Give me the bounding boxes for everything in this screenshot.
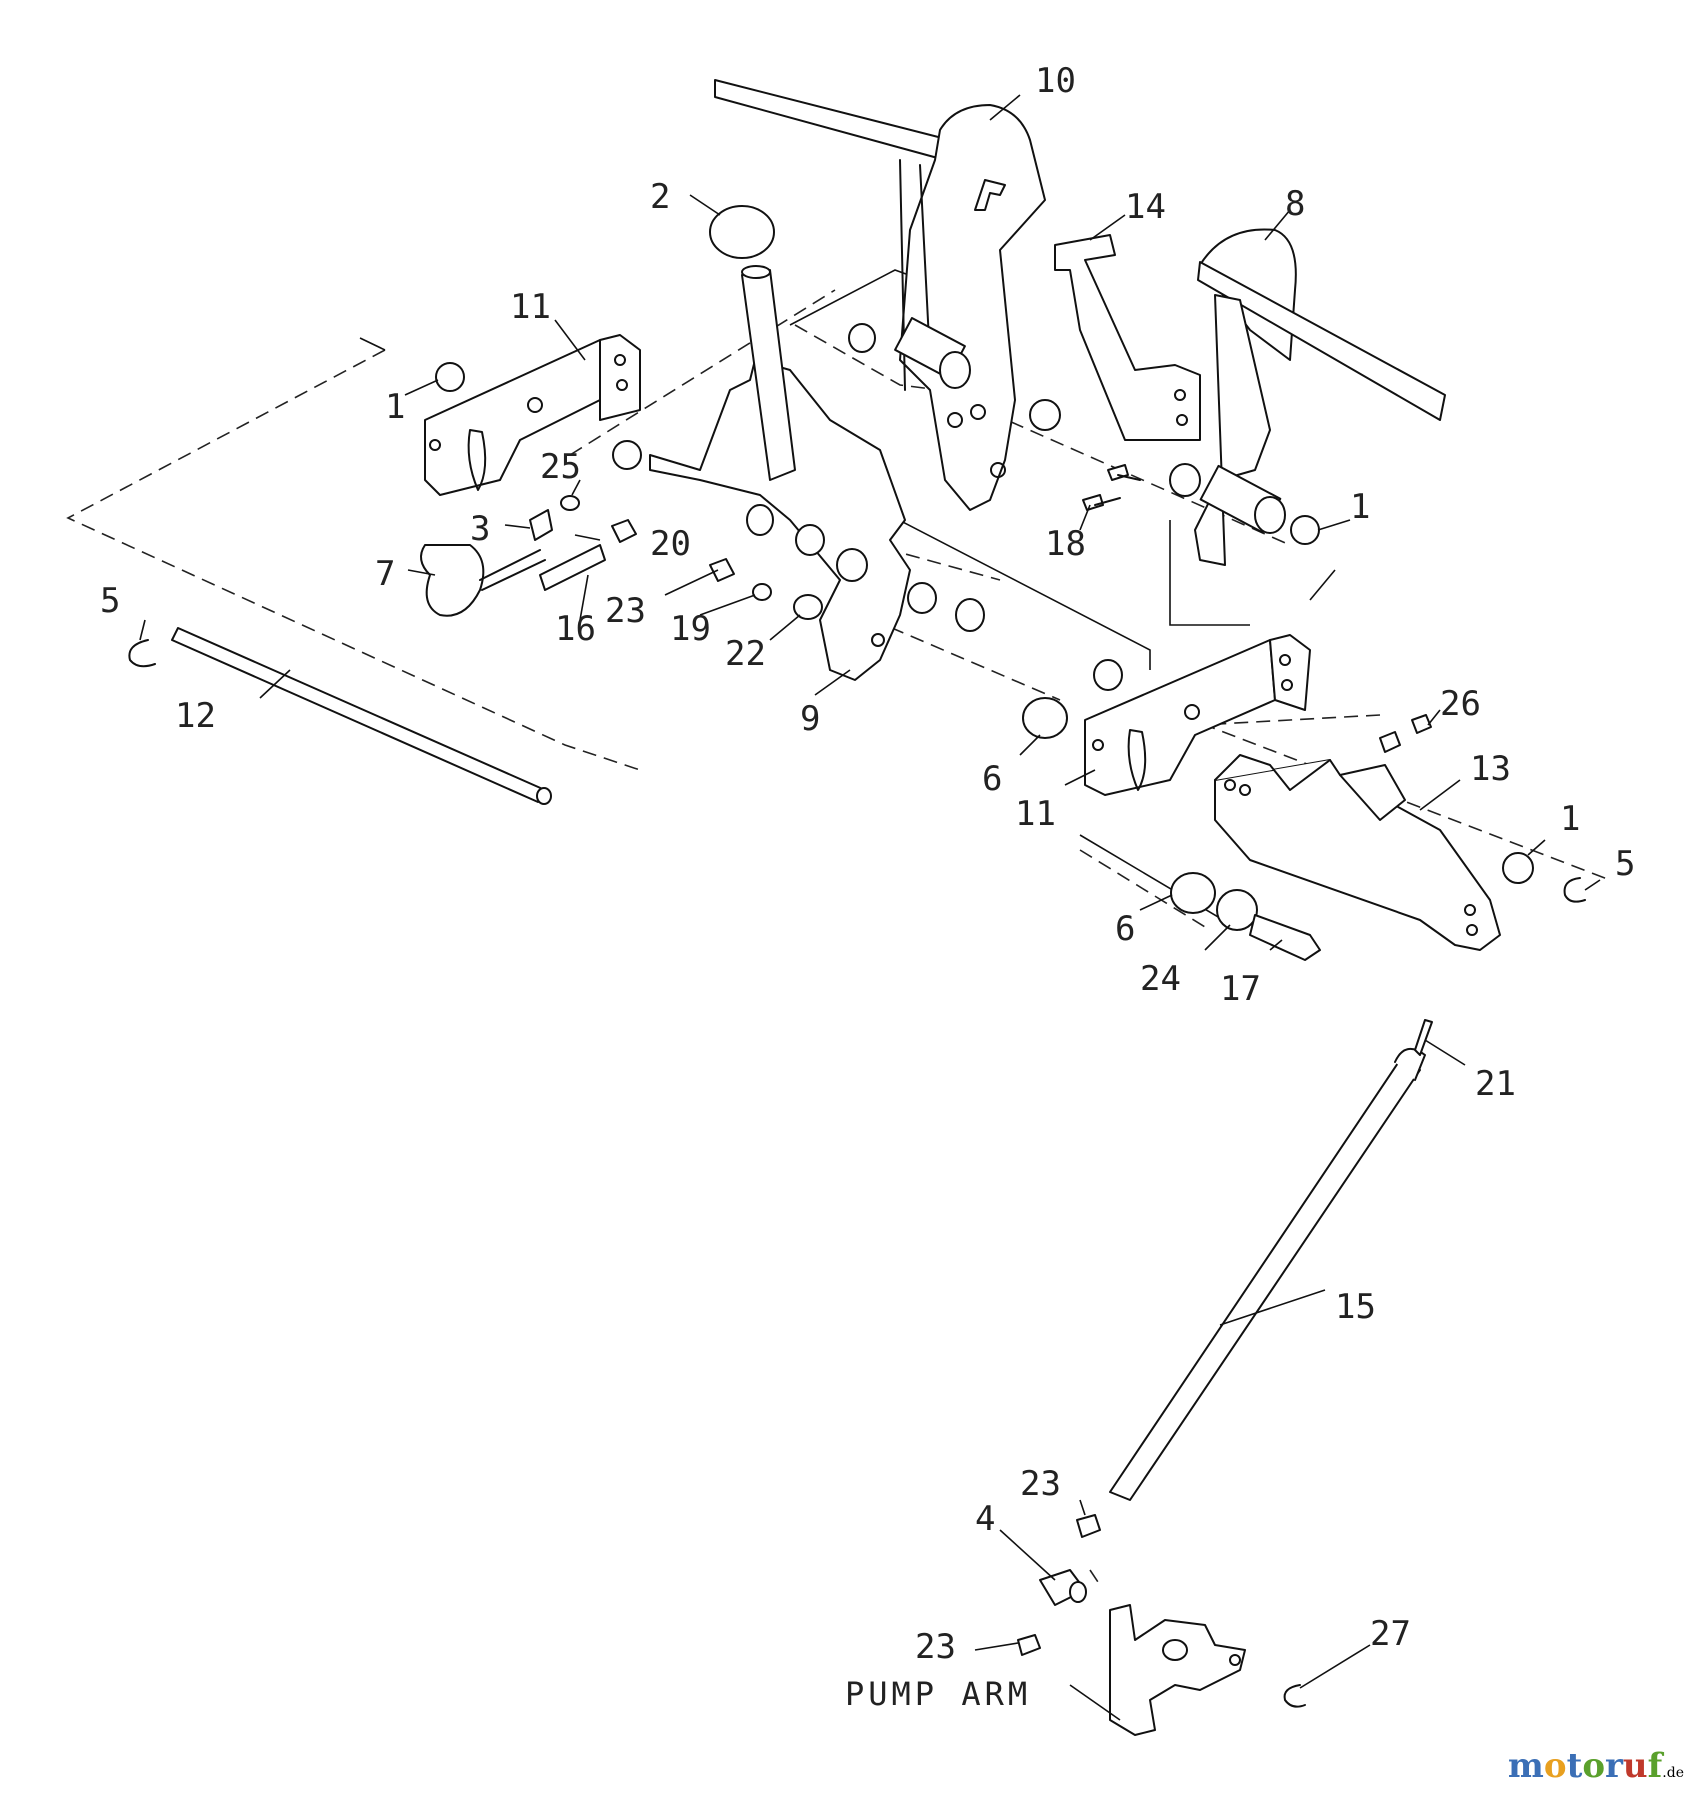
- part-labels: 10 2 14 8 11 1 25 3 20 7 18 1 5 23 19 16…: [100, 61, 1635, 1713]
- part-5-eclip-left: [128, 639, 156, 668]
- label-6-upper: 6: [982, 759, 1002, 799]
- part-14-plate: [1054, 234, 1201, 441]
- label-10: 10: [1035, 61, 1076, 101]
- part-6-washer: [1022, 697, 1068, 739]
- label-5-right: 5: [1615, 844, 1635, 884]
- part-2-knob: [709, 205, 775, 259]
- label-24: 24: [1140, 959, 1181, 999]
- part-11-bracket-right: [1084, 634, 1311, 796]
- label-8: 8: [1285, 184, 1305, 224]
- label-12: 12: [175, 696, 216, 736]
- label-17: 17: [1220, 969, 1261, 1009]
- pump-arm-caption: PUMP ARM: [845, 1675, 1031, 1713]
- label-16: 16: [555, 609, 596, 649]
- label-20: 20: [650, 524, 691, 564]
- bushings-upper: [848, 317, 1320, 545]
- label-7: 7: [375, 554, 395, 594]
- label-1-upper-right: 1: [1350, 487, 1370, 527]
- part-12-rod: [171, 627, 552, 805]
- label-5-left: 5: [100, 581, 120, 621]
- watermark-text: motoruf: [1507, 1746, 1663, 1786]
- part-1-bushing: [435, 362, 465, 392]
- label-19: 19: [670, 609, 711, 649]
- bushings-mid: [612, 440, 1123, 691]
- label-23-middle: 23: [1020, 1464, 1061, 1504]
- part-10-control-lever: [714, 79, 1046, 511]
- part-4-swivel: [1017, 1514, 1101, 1656]
- watermark-logo: motoruf.de: [1508, 1746, 1684, 1786]
- label-1-upper-left: 1: [385, 387, 405, 427]
- label-26: 26: [1440, 684, 1481, 724]
- watermark-suffix: .de: [1662, 1765, 1684, 1781]
- part-11-bracket-left: [424, 334, 641, 496]
- label-11-lower: 11: [1015, 794, 1056, 834]
- small-hardware: [420, 464, 1432, 753]
- part-13-plate: [1214, 754, 1501, 951]
- part-27-eclip: [1283, 1684, 1306, 1708]
- label-23-upper: 23: [605, 591, 646, 631]
- part-15-link-rod: [1109, 1019, 1433, 1501]
- label-6-lower: 6: [1115, 909, 1135, 949]
- label-1-lower-right: 1: [1560, 799, 1580, 839]
- label-3: 3: [470, 509, 490, 549]
- label-21: 21: [1475, 1064, 1516, 1104]
- label-18: 18: [1045, 524, 1086, 564]
- label-4: 4: [975, 1499, 995, 1539]
- label-15: 15: [1335, 1287, 1376, 1327]
- label-27: 27: [1370, 1614, 1411, 1654]
- label-22: 22: [725, 634, 766, 674]
- label-2: 2: [650, 177, 670, 217]
- part-5-eclip: [1563, 877, 1586, 903]
- part-9-lever-bracket: [649, 359, 911, 681]
- label-9: 9: [800, 699, 820, 739]
- pump-arm: [1109, 1604, 1246, 1736]
- label-14: 14: [1125, 187, 1166, 227]
- label-11-upper: 11: [510, 287, 551, 327]
- label-25: 25: [540, 447, 581, 487]
- leader-lines: [139, 94, 1601, 1721]
- label-13: 13: [1470, 749, 1511, 789]
- label-23-lower: 23: [915, 1627, 956, 1667]
